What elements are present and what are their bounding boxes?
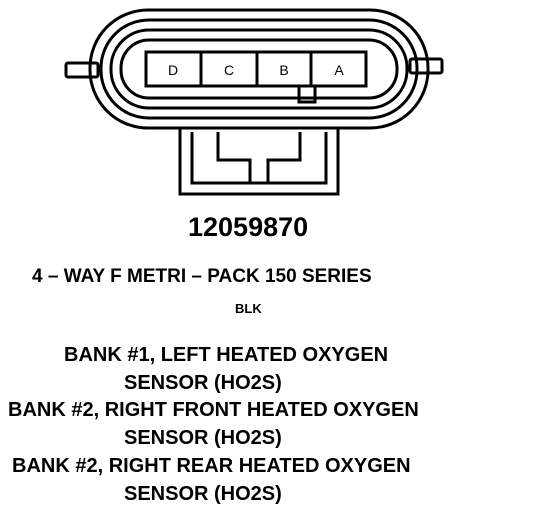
terminal-b-label: B [279,62,288,78]
left-latch-tab [64,61,100,79]
lower-lock-housing [178,128,340,196]
housing-inner [119,38,399,100]
housing-ring-2 [99,18,419,120]
description-line: SENSOR (HO2S) [124,372,282,394]
part-number: 12059870 [188,212,309,242]
connector-type: 4 – WAY F METRI – PACK 150 SERIES [32,266,372,287]
housing-ring-3 [109,28,409,110]
description-line: BANK #1, LEFT HEATED OXYGEN [64,344,389,366]
description-line: SENSOR (HO2S) [124,427,282,449]
connector-diagram: D C B A [64,8,444,196]
description-line: BANK #2, RIGHT REAR HEATED OXYGEN [12,455,411,477]
terminal-d-label: D [168,62,178,78]
color-code: BLK [235,301,262,316]
lock-tab [216,132,302,183]
terminal-c-label: C [224,62,234,78]
lock-nub [297,84,317,104]
description-line: SENSOR (HO2S) [124,483,282,505]
housing-outer [88,8,430,130]
right-latch-tab [408,57,444,75]
terminal-a-label: A [334,62,344,78]
description-line: BANK #2, RIGHT FRONT HEATED OXYGEN [8,399,419,421]
